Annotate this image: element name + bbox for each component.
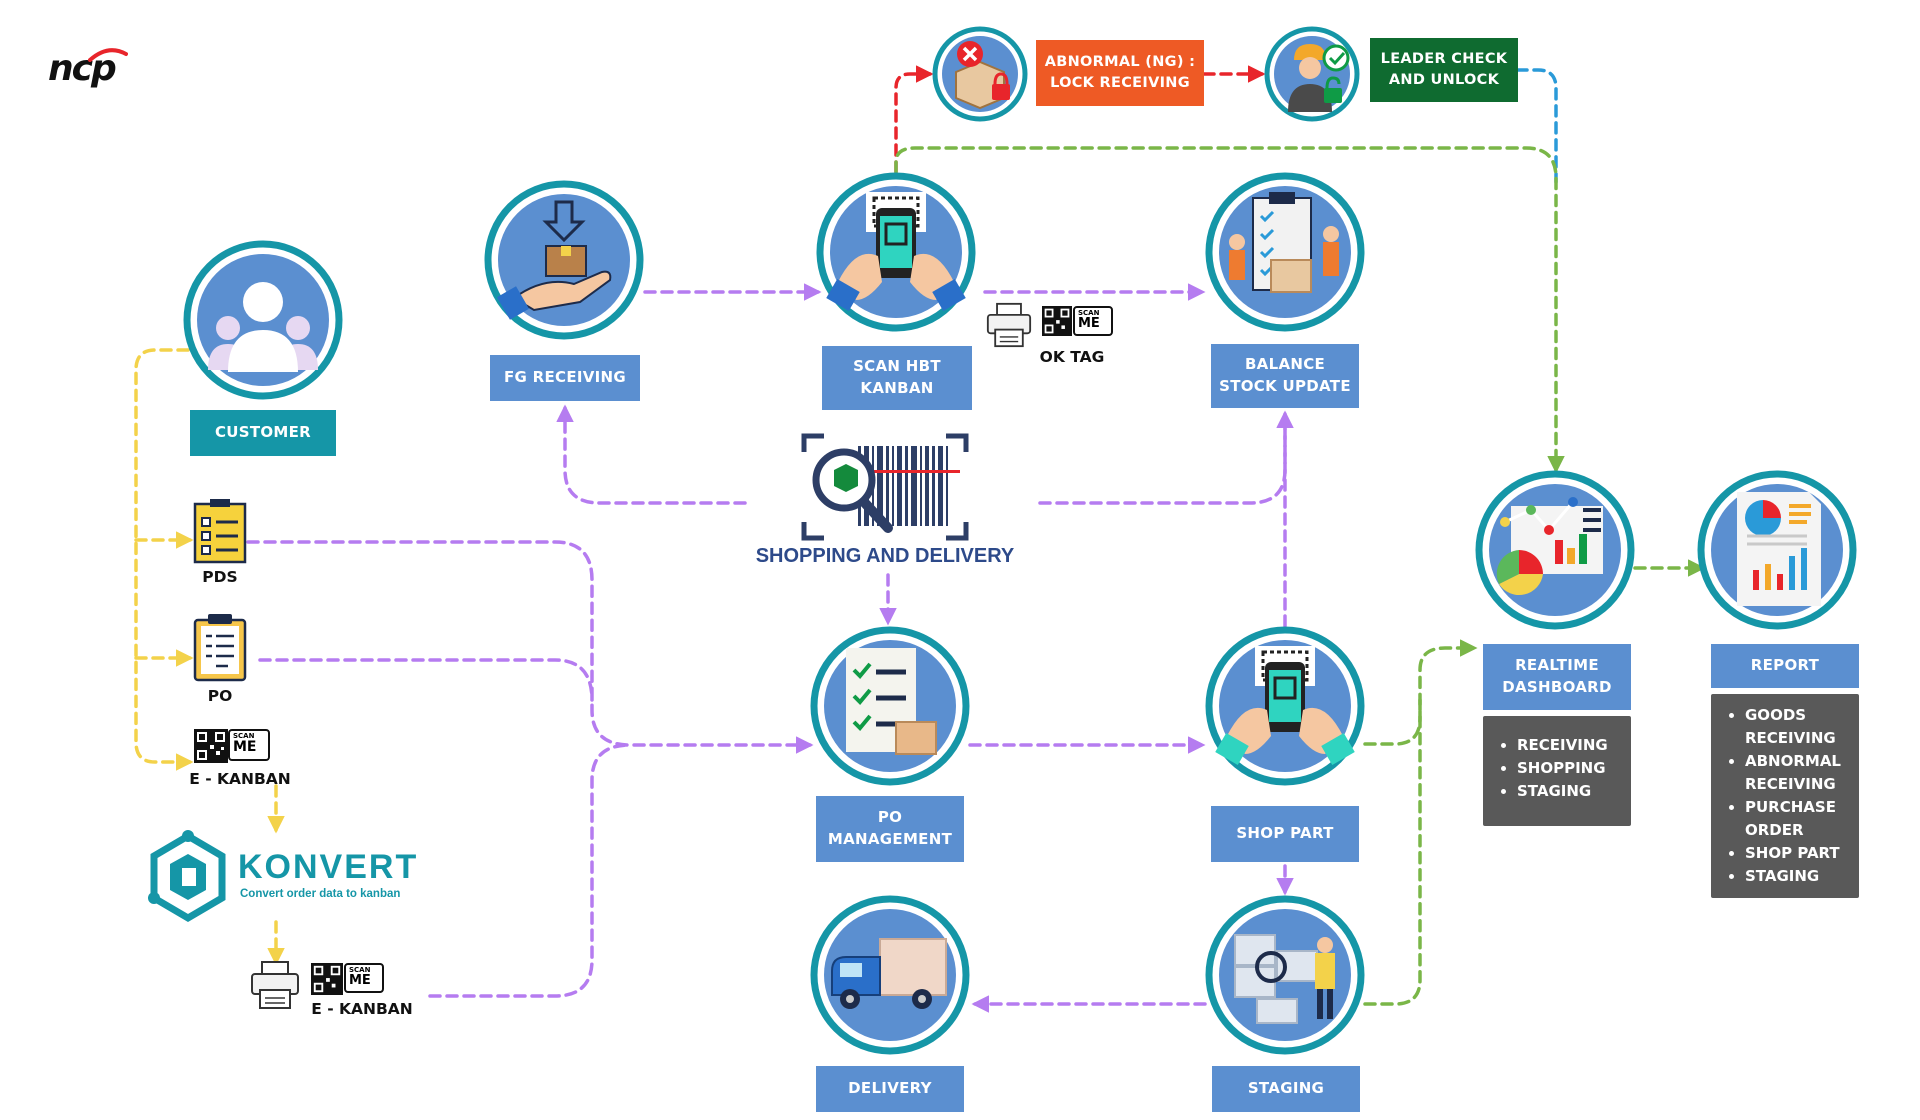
report-item: GOODS RECEIVING (1745, 704, 1847, 750)
qr-code-icon (1042, 306, 1072, 336)
konvert-tagline: Convert order data to kanban (240, 888, 401, 900)
scan-hbt-kanban-icon (816, 172, 976, 332)
report-item: ABNORMAL RECEIVING (1745, 750, 1847, 796)
pds-checklist-icon (193, 499, 247, 564)
customer-icon (183, 240, 343, 400)
konvert-name: KONVERT (238, 848, 419, 886)
ncp-logo: ncp (48, 48, 117, 89)
delivery-label: DELIVERY (816, 1066, 964, 1112)
scan-me-badge: SCAN ME (344, 963, 384, 993)
report-items-panel: GOODS RECEIVING ABNORMAL RECEIVING PURCH… (1711, 694, 1859, 898)
flow-pds-to-po (246, 540, 814, 754)
report-icon (1697, 470, 1857, 630)
po-caption: PO (207, 687, 233, 705)
balance-stock-icon (1205, 172, 1365, 332)
flow-ekanban-to-po (428, 743, 632, 998)
printer-icon (986, 302, 1032, 348)
leader-check-icon (1264, 26, 1360, 122)
dashboard-item: RECEIVING (1517, 734, 1619, 757)
dashboard-items-panel: RECEIVING SHOPPING STAGING (1483, 716, 1631, 826)
scan-me-badge: SCAN ME (228, 729, 270, 761)
konvert-logo-icon (148, 830, 226, 923)
dashboard-item: SHOPPING (1517, 757, 1619, 780)
qr-code-icon (194, 729, 228, 763)
shopping-delivery-title: SHOPPING AND DELIVERY (755, 545, 1015, 567)
flow-shop-to-dashboard (1363, 639, 1478, 746)
qr-code-icon (311, 963, 343, 995)
flow-center-to-balance (1038, 410, 1294, 505)
fg-receiving-icon (484, 180, 644, 340)
po-clipboard-icon (193, 614, 247, 682)
fg-receiving-label: FG RECEIVING (490, 355, 640, 401)
flow-center-to-fg (556, 404, 747, 505)
scan-me-badge: SCAN ME (1073, 306, 1113, 336)
ncp-logo-accent (88, 48, 128, 62)
dashboard-item: STAGING (1517, 780, 1619, 803)
shop-part-label: SHOP PART (1211, 806, 1359, 862)
po-management-icon (810, 626, 970, 786)
pds-caption: PDS (202, 568, 238, 586)
flow-scan-to-dashboard (894, 146, 1565, 474)
staging-icon (1205, 895, 1365, 1055)
flow-leader-to-dashboard (1515, 68, 1558, 184)
e-kanban-caption: E - KANBAN (311, 1000, 413, 1018)
shop-part-icon (1205, 626, 1365, 786)
report-item: STAGING (1745, 865, 1847, 888)
flow-po-to-po (258, 658, 594, 702)
e-kanban-caption: E - KANBAN (189, 770, 291, 788)
abnormal-icon (932, 26, 1028, 122)
customer-label: CUSTOMER (190, 410, 336, 456)
realtime-dashboard-icon (1475, 470, 1635, 630)
staging-label: STAGING (1212, 1066, 1360, 1112)
barcode-search-icon (801, 433, 969, 541)
ok-tag-caption: OK TAG (1039, 348, 1105, 366)
printer-icon (251, 961, 299, 1009)
delivery-icon (810, 895, 970, 1055)
abnormal-label: ABNORMAL (NG) :LOCK RECEIVING (1036, 40, 1204, 106)
report-item: SHOP PART (1745, 842, 1847, 865)
flow-customer-to-docs (134, 348, 194, 771)
flow-staging-to-dashboard (1363, 698, 1422, 1006)
report-label: REPORT (1711, 644, 1859, 688)
report-item: PURCHASE ORDER (1745, 796, 1847, 842)
flow-scan-to-abnormal (894, 65, 934, 174)
